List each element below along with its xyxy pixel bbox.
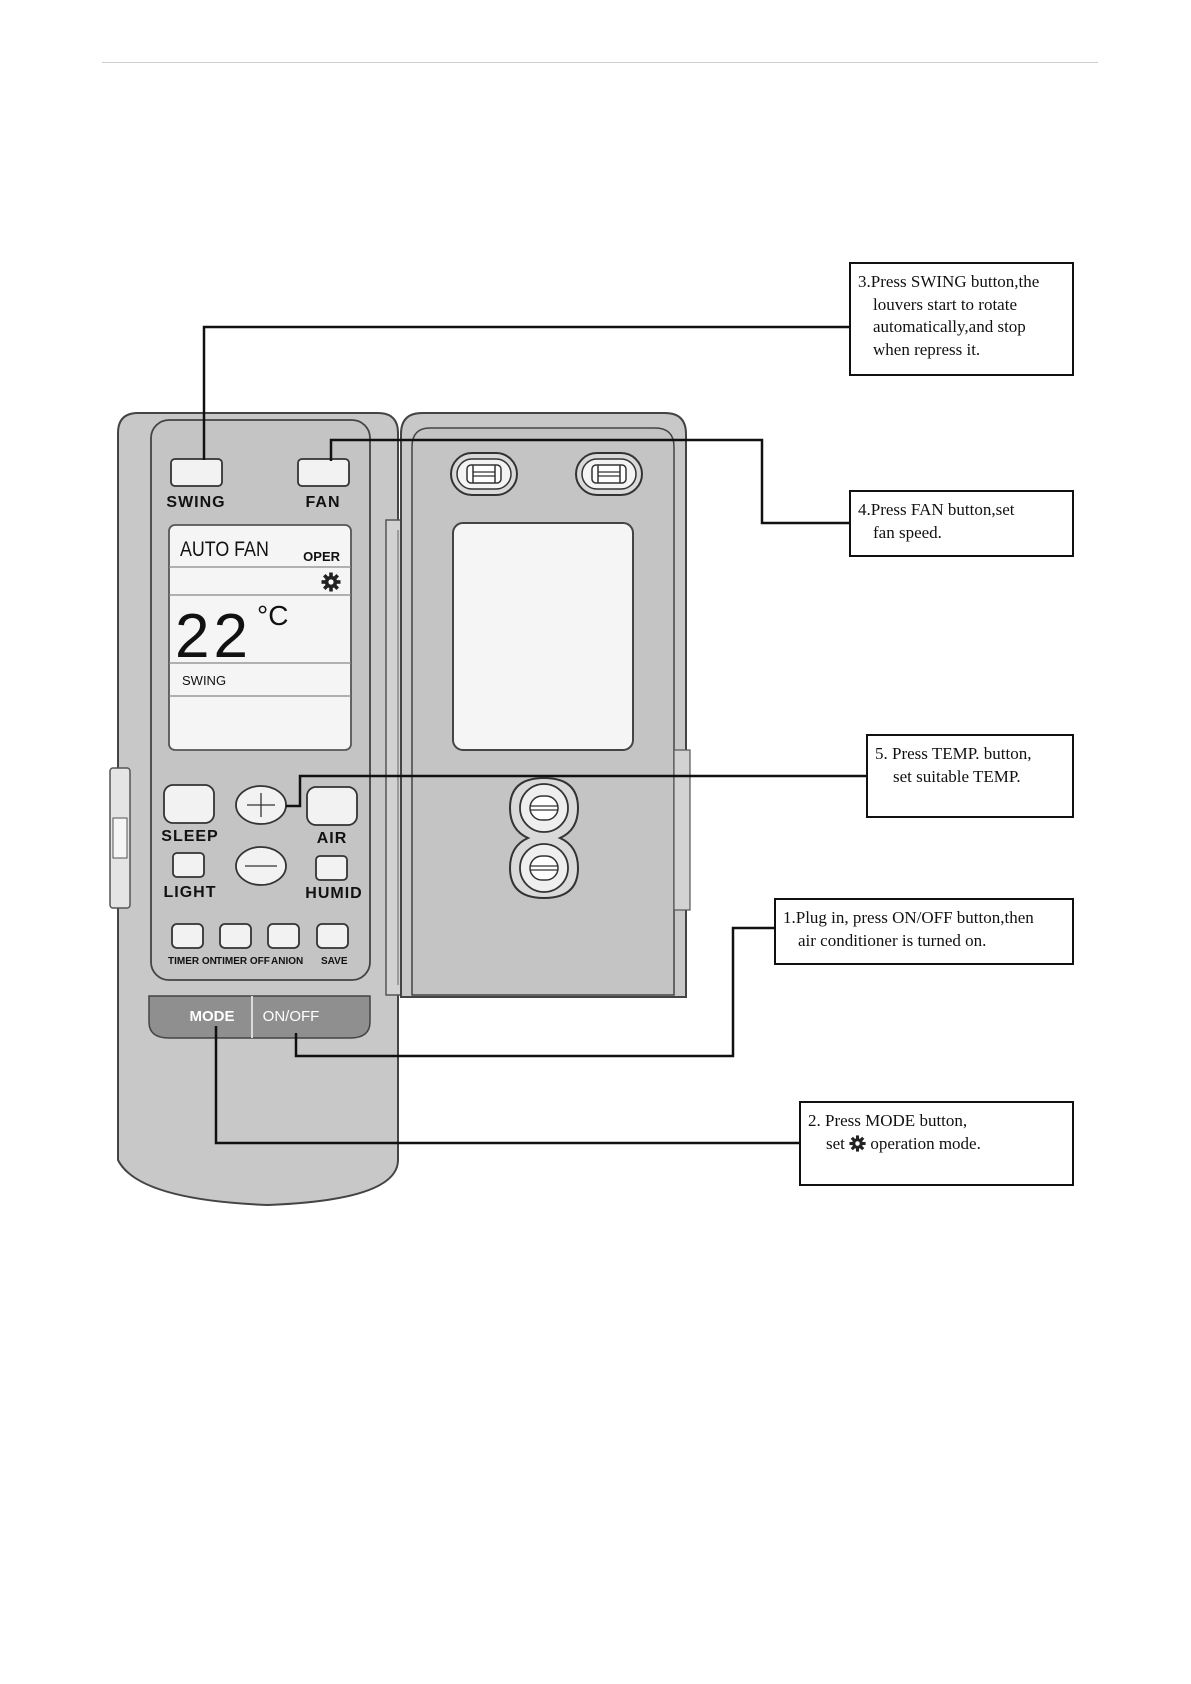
- mode-button-label: MODE: [190, 1008, 235, 1025]
- timer-on-label: TIMER ON: [168, 956, 217, 967]
- humid-button[interactable]: [315, 855, 348, 881]
- sleep-button[interactable]: [163, 784, 215, 824]
- temp-plus-button[interactable]: [235, 785, 287, 825]
- callout-temp: 5. Press TEMP. button, set suitable TEMP…: [866, 734, 1074, 818]
- lcd-temperature: 22: [175, 602, 252, 671]
- fan-button-label: FAN: [306, 494, 341, 511]
- save-label: SAVE: [321, 956, 348, 967]
- timer-off-label: TIMER OFF: [216, 956, 270, 967]
- save-button[interactable]: [316, 923, 349, 949]
- callout-onoff-line1: 1.Plug in, press ON/OFF button,then: [783, 908, 1034, 927]
- leader-temp: [286, 774, 867, 808]
- callout-mode: 2. Press MODE button, set operation mode…: [799, 1101, 1074, 1186]
- mode-onoff-bar: [148, 995, 371, 1039]
- anion-button[interactable]: [267, 923, 300, 949]
- callout-swing-line2: louvers start to rotate: [873, 294, 1017, 314]
- callout-fan-line1: 4.Press FAN button,set: [858, 500, 1015, 519]
- anion-label: ANION: [271, 956, 303, 967]
- callout-swing-line1: 3.Press SWING button,the: [858, 272, 1040, 291]
- humid-button-label: HUMID: [305, 885, 362, 902]
- lcd-mode-gear-icon: [321, 572, 341, 592]
- callout-fan-line2: fan speed.: [873, 522, 942, 542]
- leader-fan: [329, 438, 850, 525]
- callout-mode-set: set: [826, 1133, 845, 1153]
- air-button-label: AIR: [317, 830, 348, 847]
- callout-mode-line1: 2. Press MODE button,: [808, 1111, 968, 1130]
- leader-swing: [202, 325, 850, 460]
- callout-temp-line1: 5. Press TEMP. button,: [875, 744, 1032, 763]
- light-button[interactable]: [172, 852, 205, 878]
- lcd-fan-mode: AUTO FAN: [180, 538, 269, 562]
- lcd-swing: SWING: [182, 673, 226, 688]
- light-button-label: LIGHT: [164, 884, 217, 901]
- callout-fan: 4.Press FAN button,set fan speed.: [849, 490, 1074, 557]
- temp-minus-button[interactable]: [235, 846, 287, 886]
- onoff-button-label: ON/OFF: [263, 1008, 320, 1025]
- remote-cover: [400, 412, 691, 998]
- cover-latch-left: [450, 452, 518, 496]
- fan-button[interactable]: [297, 458, 350, 487]
- callout-mode-line2: set operation mode.: [808, 1133, 1064, 1156]
- timer-off-button[interactable]: [219, 923, 252, 949]
- callout-swing-line3: automatically,and stop: [873, 317, 1026, 336]
- gear-icon: [849, 1134, 866, 1152]
- swing-button[interactable]: [170, 458, 223, 487]
- callout-leaders: [202, 325, 867, 1145]
- sleep-button-label: SLEEP: [161, 828, 218, 845]
- callout-mode-operation: operation mode.: [870, 1133, 981, 1153]
- callout-swing-line4: when repress it.: [873, 339, 981, 359]
- callout-onoff: 1.Plug in, press ON/OFF button,then air …: [774, 898, 1074, 965]
- lcd-unit: °C: [257, 600, 288, 631]
- timer-on-button[interactable]: [171, 923, 204, 949]
- cover-latch-right: [575, 452, 643, 496]
- leader-mode: [214, 1026, 800, 1145]
- callout-temp-line2: set suitable TEMP.: [893, 766, 1021, 786]
- lcd-oper: OPER: [303, 549, 340, 564]
- lcd-display: [168, 524, 352, 751]
- callout-onoff-line2: air conditioner is turned on.: [798, 930, 987, 950]
- swing-button-label: SWING: [166, 494, 225, 511]
- page-header-rule: [102, 62, 1098, 63]
- leader-onoff: [294, 926, 775, 1058]
- callout-swing: 3.Press SWING button,the louvers start t…: [849, 262, 1074, 376]
- air-button[interactable]: [306, 786, 358, 826]
